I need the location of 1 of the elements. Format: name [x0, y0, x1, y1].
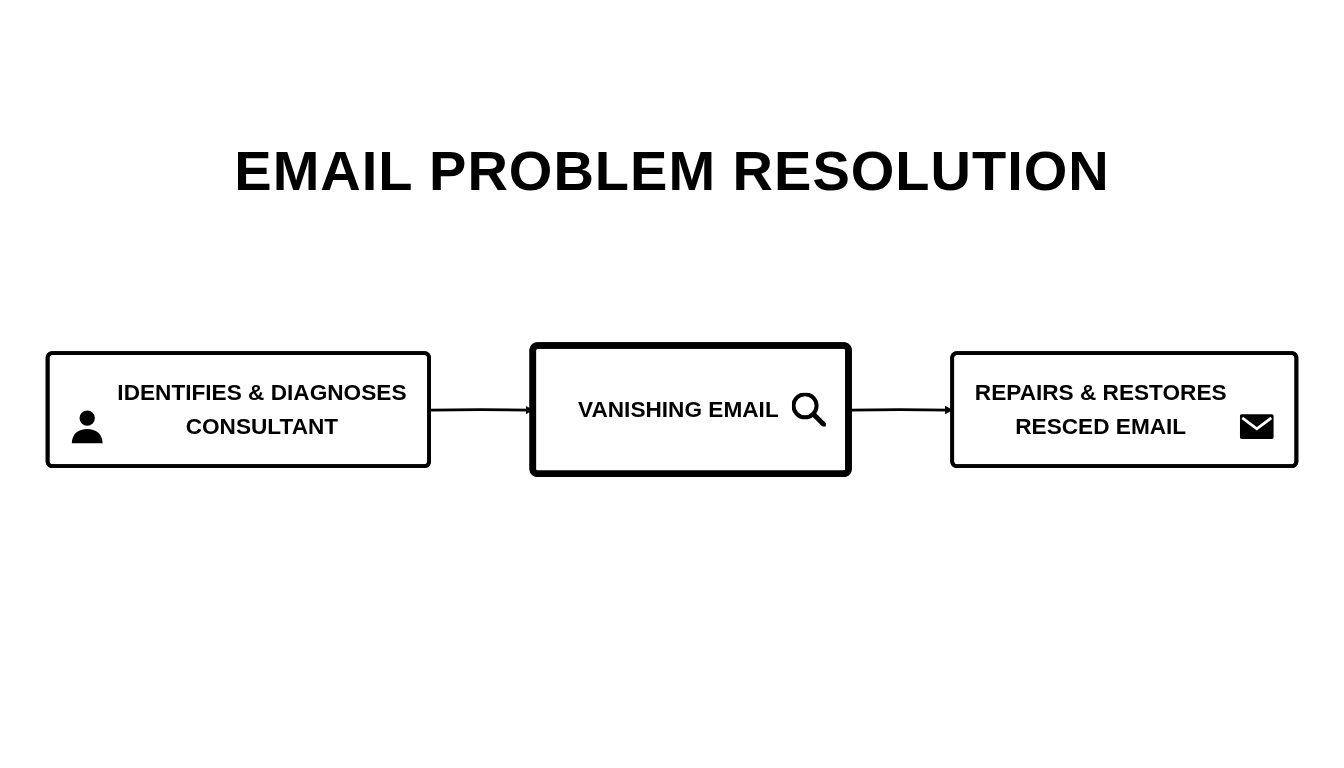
diagram-title: EMAIL PROBLEM RESOLUTION	[233, 138, 1111, 203]
